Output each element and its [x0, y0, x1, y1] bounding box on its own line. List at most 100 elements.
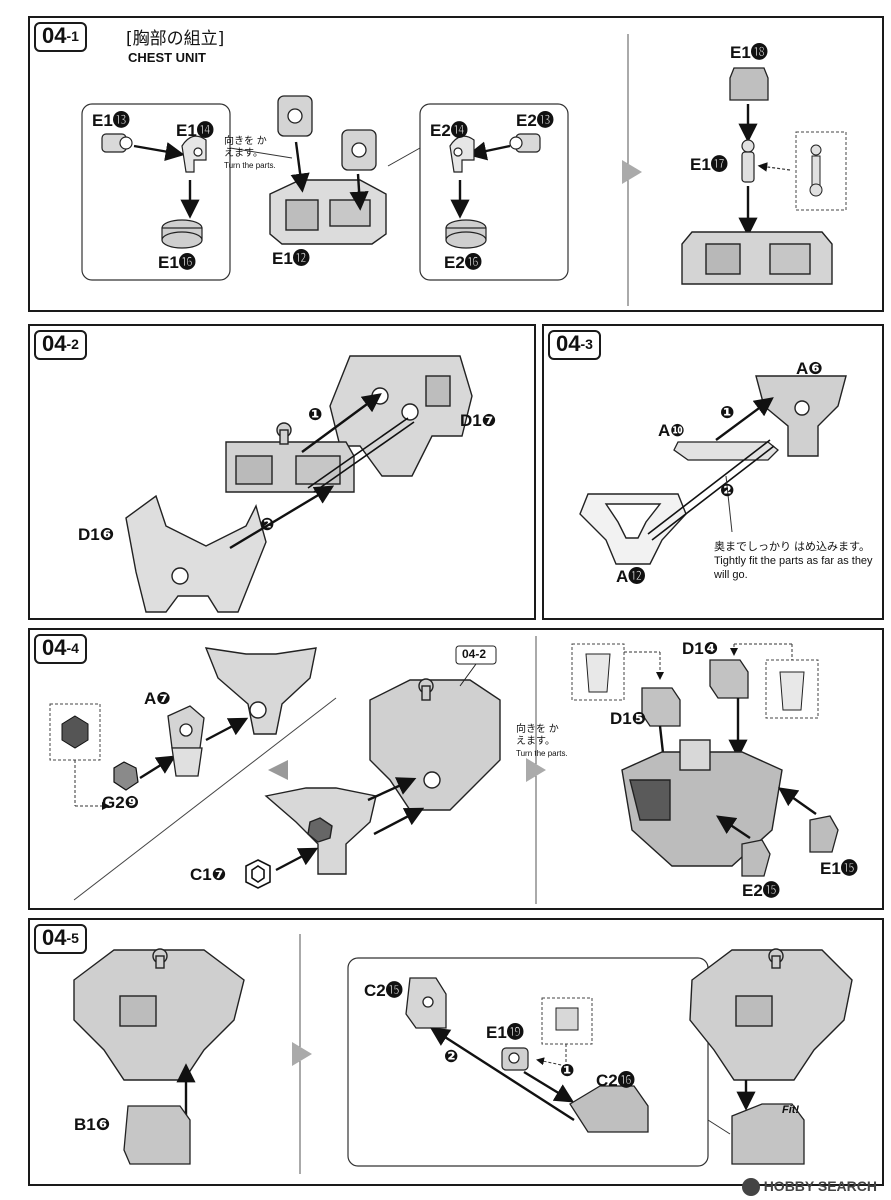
callout-box-left: [81, 103, 231, 281]
part-label: C2⓰: [596, 1071, 635, 1090]
part-label: C1❼: [190, 865, 227, 884]
part-label: E1⓭: [92, 111, 130, 130]
callout-box-right: [419, 103, 569, 281]
turn-parts-note: 向きを かえます。 Turn the parts.: [516, 724, 568, 758]
part-label: E2⓰: [444, 253, 482, 272]
part-label: G2❾: [102, 793, 140, 812]
part-collar-a6: [755, 375, 847, 457]
step-title-en: CHEST UNIT: [128, 50, 206, 65]
part-bracket-c2-15: [405, 977, 447, 1029]
tight-fit-note: 奥までしっかり はめ込みます。 Tightly fit the parts as…: [714, 541, 873, 581]
detail-inset-part: [541, 997, 593, 1045]
part-label: A❻: [796, 359, 823, 378]
arrow-order-2: ❷: [720, 481, 735, 500]
arrow-order-1: ❶: [560, 1061, 575, 1080]
reference-step-label: 04-2: [462, 647, 487, 661]
step-number-tag: 04-3: [548, 330, 601, 360]
part-label: D1❹: [682, 639, 719, 658]
step-panel-04-4: 04-4: [28, 628, 884, 910]
part-chest-assembled: [681, 231, 833, 285]
part-peg-e1-14: [181, 135, 207, 173]
step-number-tag: 04-1: [34, 22, 87, 52]
part-label: D1❻: [78, 525, 115, 544]
part-ball-joint-e1-17: [741, 139, 755, 183]
brand-logo-icon: [741, 1178, 760, 1196]
part-label: A❼: [144, 689, 171, 708]
part-label: B1❻: [74, 1115, 111, 1134]
next-step-arrow: [292, 1042, 312, 1066]
step-panel-04-3: 04-3 ❶ ❷ A❻ A❿ A⓬ 奥までしっかり はめ込みます。 Tightl…: [542, 324, 884, 620]
part-piece-a7: [167, 705, 205, 777]
next-step-arrow: [622, 160, 642, 184]
next-step-arrow: [526, 758, 546, 782]
part-label: E1⓬: [272, 249, 310, 268]
step-title-jp: [胸部の組立]: [126, 29, 225, 49]
step-1-illustration: [81, 34, 847, 306]
step-number-tag: 04-5: [34, 924, 87, 954]
part-joint-e1-13: [101, 133, 133, 153]
part-chest-frame-e1-12: [269, 179, 387, 245]
part-upper-armor: [204, 647, 317, 735]
part-joint-e2-13: [509, 133, 541, 153]
step-panel-04-1: 04-1 [胸部の組立] CHEST UNIT: [28, 16, 884, 312]
part-label: E2⓮: [430, 121, 468, 140]
part-label: D1❼: [460, 411, 497, 430]
part-cap-e1-15: [809, 815, 839, 853]
step-2-illustration: [125, 355, 473, 613]
part-label: E1⓯: [820, 859, 858, 878]
part-gem-g2-9: [113, 761, 139, 791]
part-back-frame-d1-7: [329, 355, 473, 477]
part-bar-a10: [673, 441, 779, 461]
callout-box: [347, 957, 709, 1167]
part-label: E1⓲: [730, 43, 768, 62]
fit-label: Fit!: [782, 1104, 800, 1116]
part-label: E2⓭: [516, 111, 554, 130]
part-socket-upper: [277, 95, 313, 137]
part-label: E1⓳: [486, 1023, 524, 1042]
turn-parts-note: 向きを かえます。 Turn the parts.: [224, 136, 276, 170]
arrow-order-2: ❷: [444, 1047, 459, 1066]
part-ring-e2-16: [445, 219, 487, 249]
part-cap-e2-15: [741, 839, 771, 877]
part-lower-armor: [264, 787, 377, 875]
part-hex-ring-c1-7: [245, 859, 271, 889]
part-ring-e1-16: [161, 219, 203, 249]
step-panel-04-5: 04-5 B1❻ C2⓯ E1⓳ C2⓰: [28, 918, 884, 1186]
part-frame-a12: [579, 493, 687, 565]
part-label: D1❺: [610, 709, 647, 728]
step-panel-04-2: 04-2 ❶ ❷ D1❼ D1❻: [28, 324, 536, 620]
watermark: HOBBY SEARCH: [741, 1178, 877, 1196]
step-5-illustration: [73, 934, 853, 1174]
arrow-order-1: ❶: [720, 403, 735, 422]
part-chest-core: [225, 422, 355, 493]
part-cap-e1-18: [729, 67, 769, 101]
part-block-b1-6: [123, 1105, 191, 1165]
part-front-armor-d1-6: [125, 494, 267, 613]
part-label: A⓬: [616, 567, 646, 586]
part-chest-upper-view: [621, 739, 783, 867]
detail-inset-ball: [795, 131, 847, 211]
part-small-e1-19: [501, 1047, 529, 1071]
part-label: A❿: [658, 421, 685, 440]
step-3-illustration: [579, 375, 847, 565]
step-number-tag: 04-4: [34, 634, 87, 664]
part-base-final: [731, 1103, 805, 1165]
part-peg-e2-14: [449, 135, 475, 173]
arrow-order-1: ❶: [308, 405, 323, 424]
part-label: E2⓯: [742, 881, 780, 900]
part-base-c2-16: [569, 1085, 649, 1133]
part-socket-right: [341, 129, 377, 171]
part-torso-assembled: [73, 948, 245, 1081]
detail-inset-left: [571, 643, 625, 701]
part-label: C2⓯: [364, 981, 403, 1000]
arrow-order-2: ❷: [260, 515, 275, 534]
part-plate-d1-5: [641, 687, 681, 727]
part-label: E1⓮: [176, 121, 214, 140]
step-4-illustration: [49, 636, 839, 904]
part-plate-d1-4: [709, 659, 749, 699]
direction-arrow: [268, 760, 288, 780]
part-label: E1⓱: [690, 155, 728, 174]
part-torso-final: [689, 948, 853, 1081]
step-number-tag: 04-2: [34, 330, 87, 360]
part-label: E1⓰: [158, 253, 196, 272]
